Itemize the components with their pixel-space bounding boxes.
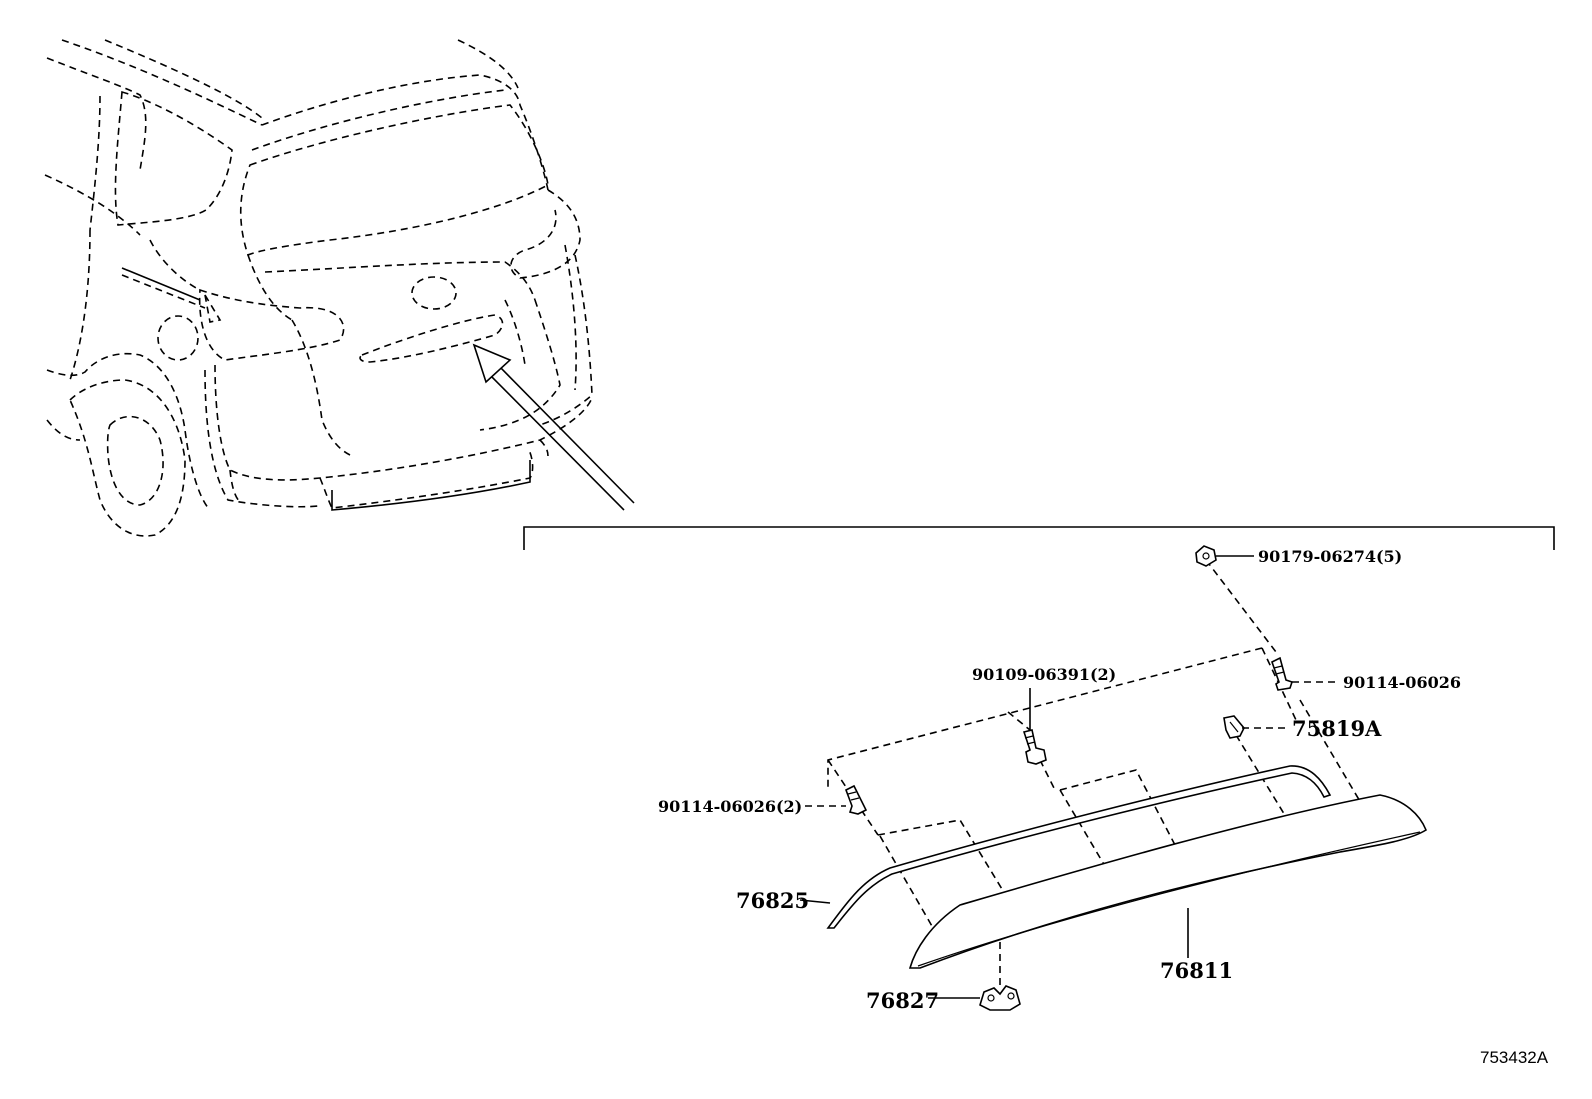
part-label-90179: 90179-06274(5) — [1258, 547, 1402, 566]
vehicle-rear-illustration — [44, 39, 635, 537]
clip-75819a — [1223, 715, 1245, 739]
diagram-id: 753432A — [1480, 1048, 1549, 1067]
screw-90114-left — [844, 784, 868, 815]
clip-90179 — [1195, 545, 1217, 567]
part-label-75819a: 75819A — [1292, 716, 1382, 741]
part-label-90114-right: 90114-06026 — [1343, 673, 1461, 692]
detail-frame — [523, 526, 1555, 550]
exploded-parts-view — [799, 545, 1427, 1011]
screw-90114-right — [1271, 656, 1294, 691]
garnish-panel-76811 — [908, 794, 1427, 969]
part-label-76825: 76825 — [736, 888, 809, 913]
part-label-90114-left: 90114-06026(2) — [658, 797, 802, 816]
molding-strip-76825 — [826, 765, 1332, 929]
part-label-90109: 90109-06391(2) — [972, 665, 1116, 684]
bracket-76827 — [979, 985, 1021, 1011]
part-label-76827: 76827 — [866, 988, 939, 1013]
bolt-90109 — [1022, 729, 1047, 765]
part-label-76811: 76811 — [1160, 958, 1233, 983]
part-labels: 90179-06274(5) 90114-06026 90109-06391(2… — [658, 547, 1461, 1013]
